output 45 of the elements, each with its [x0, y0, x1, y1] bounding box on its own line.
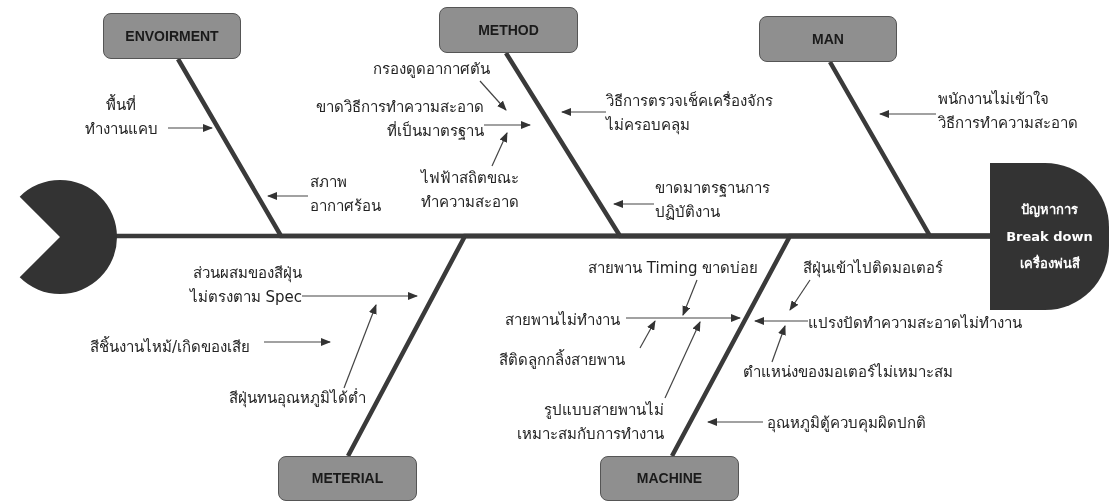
arrow — [263, 338, 331, 346]
cause-label: อุณหภูมิตู้ควบคุมผิดปกติ — [767, 413, 926, 433]
arrow — [343, 304, 377, 389]
arrow — [879, 110, 937, 118]
cause-label: วิธีการตรวจเช็คเครื่องจักร ไม่ครอบคลุม — [606, 89, 784, 137]
category-box: MAN — [759, 16, 897, 62]
category-box: ENVOIRMENT — [103, 13, 241, 59]
arrow — [707, 418, 764, 426]
cause-label: ขาดวิธีการทำความสะอาด ที่เป็นมาตรฐาน — [304, 95, 484, 143]
category-box: MACHINE — [600, 456, 739, 501]
problem-head: ปัญหาการ Break down เครื่องพ่นสี — [990, 163, 1109, 310]
cause-label: กรองดูดอากาศตัน — [373, 59, 490, 79]
cause-label: ขาดมาตรฐานการ ปฏิบัติงาน — [655, 176, 779, 224]
category-box: METHOD — [439, 7, 578, 53]
cause-label: สีฝุ่นทนอุณหภูมิได้ต่ำ — [229, 388, 366, 408]
cause-label: รูปแบบสายพานไม่ เหมาะสมกับการทำงาน — [506, 398, 664, 446]
arrow — [167, 124, 213, 132]
arrow — [789, 279, 811, 311]
cause-label: สีฝุ่นเข้าไปติดมอเตอร์ — [803, 258, 943, 278]
cause-label: แปรงปัดทำความสะอาดไม่ทำงาน — [808, 313, 1022, 333]
arrow — [682, 279, 698, 316]
cause-label: ส่วนผสมของสีฝุ่น ไม่ตรงตาม Spec — [180, 261, 302, 309]
arrow — [483, 121, 531, 129]
cause-label: สภาพ อากาศร้อน — [310, 170, 394, 218]
arrow — [267, 192, 309, 200]
cause-label: สีชิ้นงานไหม้/เกิดของเสีย — [90, 337, 251, 357]
cause-label: สีติดลูกกลิ้งสายพาน — [499, 350, 625, 370]
bone-line — [670, 233, 990, 458]
arrow — [771, 325, 786, 363]
arrow — [479, 80, 507, 111]
arrow — [301, 292, 418, 300]
arrow — [639, 320, 656, 349]
cause-label: พนักงานไม่เข้าใจ วิธีการทำความสะอาด — [938, 87, 1090, 135]
arrow — [613, 200, 655, 208]
arrow — [561, 108, 607, 116]
arrow — [754, 317, 809, 325]
cause-label: ตำแหน่งของมอเตอร์ไม่เหมาะสม — [743, 362, 953, 382]
cause-label: สายพานไม่ทำงาน — [505, 310, 620, 330]
cause-label: ไฟฟ้าสถิตขณะ ทำความสะอาด — [421, 166, 523, 214]
arrow — [491, 132, 508, 167]
arrow — [664, 321, 701, 399]
cause-label: สายพาน Timing ขาดบ่อย — [588, 258, 759, 278]
category-box: METERIAL — [278, 456, 417, 501]
cause-label: พื้นที่ ทำงานแคบ — [79, 93, 163, 141]
arrow — [625, 314, 741, 322]
